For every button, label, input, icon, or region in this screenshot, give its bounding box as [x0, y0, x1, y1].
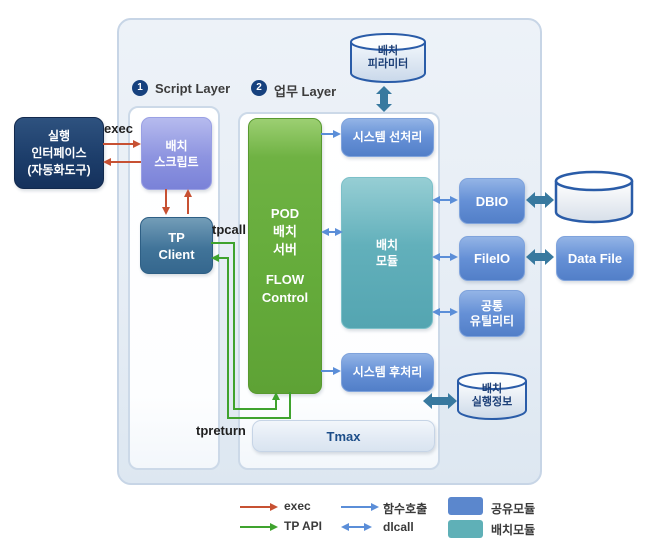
batch-module-line1: 배치	[375, 238, 399, 252]
exec-interface-line1: 실행	[47, 128, 71, 143]
system-preprocess-label: 시스템 선처리	[352, 130, 423, 144]
legend-exec-arrow	[240, 503, 278, 511]
param-cylinder-thick-arrow	[376, 86, 392, 112]
runinfo-thick-arrow	[423, 393, 457, 409]
script-layer-badge: 1	[132, 80, 148, 96]
legend-shared-module-label: 공유모듈	[491, 502, 536, 516]
legend-exec-label: exec	[284, 499, 311, 513]
exec-interface-box: 실행 인터페이스 (자동화도구)	[14, 117, 104, 189]
exec-edge-label: exec	[104, 121, 133, 136]
tpcall-edge-label: tpcall	[212, 222, 246, 237]
common-utility-line1: 공통	[480, 298, 504, 313]
dbio-box: DBIO	[459, 178, 525, 224]
cylinder-icon	[554, 170, 634, 224]
pod-server-line5: Control	[261, 290, 309, 305]
tpreturn-arrowhead	[211, 254, 229, 262]
server-to-postprocess-arrow	[321, 367, 341, 375]
cylinder-icon	[457, 372, 527, 420]
pod-server-line3: 서버	[273, 242, 297, 257]
system-postprocess-box: 시스템 후처리	[341, 353, 434, 392]
tp-client-box: TP Client	[140, 217, 213, 274]
fileio-box: FileIO	[459, 236, 525, 281]
batch-script-line1: 배치	[165, 138, 188, 153]
batch-script-line2: 스크립트	[154, 154, 199, 169]
common-utility-box: 공통 유틸리티	[459, 290, 525, 337]
system-preprocess-box: 시스템 선처리	[341, 118, 434, 157]
batch-parameter-line1: 배치	[377, 45, 399, 57]
tpreturn-line-seg3	[227, 258, 229, 419]
cylinder-icon	[350, 33, 426, 83]
legend-batch-module-swatch	[448, 520, 483, 538]
batch-module-box: 배치 모듈	[341, 177, 433, 329]
tpcall-line-seg3	[233, 408, 276, 410]
tmax-label: Tmax	[326, 428, 361, 444]
module-fileio-dlcall-arrow	[432, 253, 458, 261]
legend-dlcall-label: dlcall	[383, 520, 414, 534]
module-dbio-dlcall-arrow	[432, 196, 458, 204]
fileio-label: FileIO	[473, 251, 511, 266]
batch-parameter-line2: 피라미터	[367, 58, 409, 70]
server-module-dlcall-arrow	[321, 228, 343, 236]
dbio-label: DBIO	[475, 193, 509, 209]
server-to-preprocess-arrow	[321, 130, 341, 138]
batch-parameter-cylinder: 배치 피라미터	[349, 32, 427, 84]
batch-runinfo-cylinder: 배치 실행정보	[456, 371, 528, 421]
script-layer-title: Script Layer	[155, 81, 231, 96]
exec-interface-line3: (자동화도구)	[27, 162, 91, 177]
pod-server-line1: POD	[270, 206, 300, 221]
module-utility-dlcall-arrow	[432, 308, 458, 316]
pod-batch-server-box: POD 배치 서버 FLOW Control	[248, 118, 322, 394]
tpreturn-edge-label: tpreturn	[196, 423, 246, 438]
tpcall-arrowhead	[272, 392, 280, 410]
tpcall-line-seg2	[233, 242, 235, 410]
tpreturn-line-seg2	[227, 417, 291, 419]
exec-arrow-right	[103, 140, 141, 148]
legend-funccall-label: 함수호출	[383, 502, 428, 516]
legend-shared-module-swatch	[448, 497, 483, 515]
biz-layer-title: 업무 Layer	[274, 84, 337, 99]
common-utility-line2: 유틸리티	[469, 313, 515, 328]
batch-runinfo-line1: 배치	[481, 383, 503, 395]
exec-interface-line2: 인터페이스	[31, 145, 87, 160]
pod-server-line4: FLOW	[265, 272, 305, 287]
legend-batch-module-label: 배치모듈	[491, 523, 536, 537]
data-file-label: Data File	[567, 251, 623, 266]
legend-funccall-arrow	[341, 503, 379, 511]
biz-layer-badge: 2	[251, 80, 267, 96]
tp-client-line1: TP	[168, 229, 185, 245]
batch-script-box: 배치 스크립트	[141, 117, 212, 190]
script-to-tpclient-arrow	[162, 189, 170, 215]
batch-runinfo-line2: 실행정보	[471, 396, 513, 408]
tmax-box: Tmax	[252, 420, 435, 452]
tp-client-line2: Client	[158, 246, 195, 262]
dbio-database-thick-arrow	[526, 192, 554, 208]
fileio-datafile-thick-arrow	[526, 249, 554, 265]
tpreturn-line-seg1	[289, 392, 291, 419]
batch-module-line2: 모듈	[375, 254, 399, 268]
legend-dlcall-arrow	[341, 523, 372, 531]
tpcall-line-seg1	[211, 242, 235, 244]
legend-tpapi-arrow	[240, 523, 278, 531]
tpclient-to-script-arrow	[184, 189, 192, 214]
pod-server-line2: 배치	[273, 224, 297, 239]
system-postprocess-label: 시스템 후처리	[352, 365, 423, 379]
exec-arrow-left	[103, 158, 141, 166]
database-cylinder	[554, 170, 634, 224]
legend-tpapi-label: TP API	[284, 519, 323, 533]
data-file-box: Data File	[556, 236, 634, 281]
